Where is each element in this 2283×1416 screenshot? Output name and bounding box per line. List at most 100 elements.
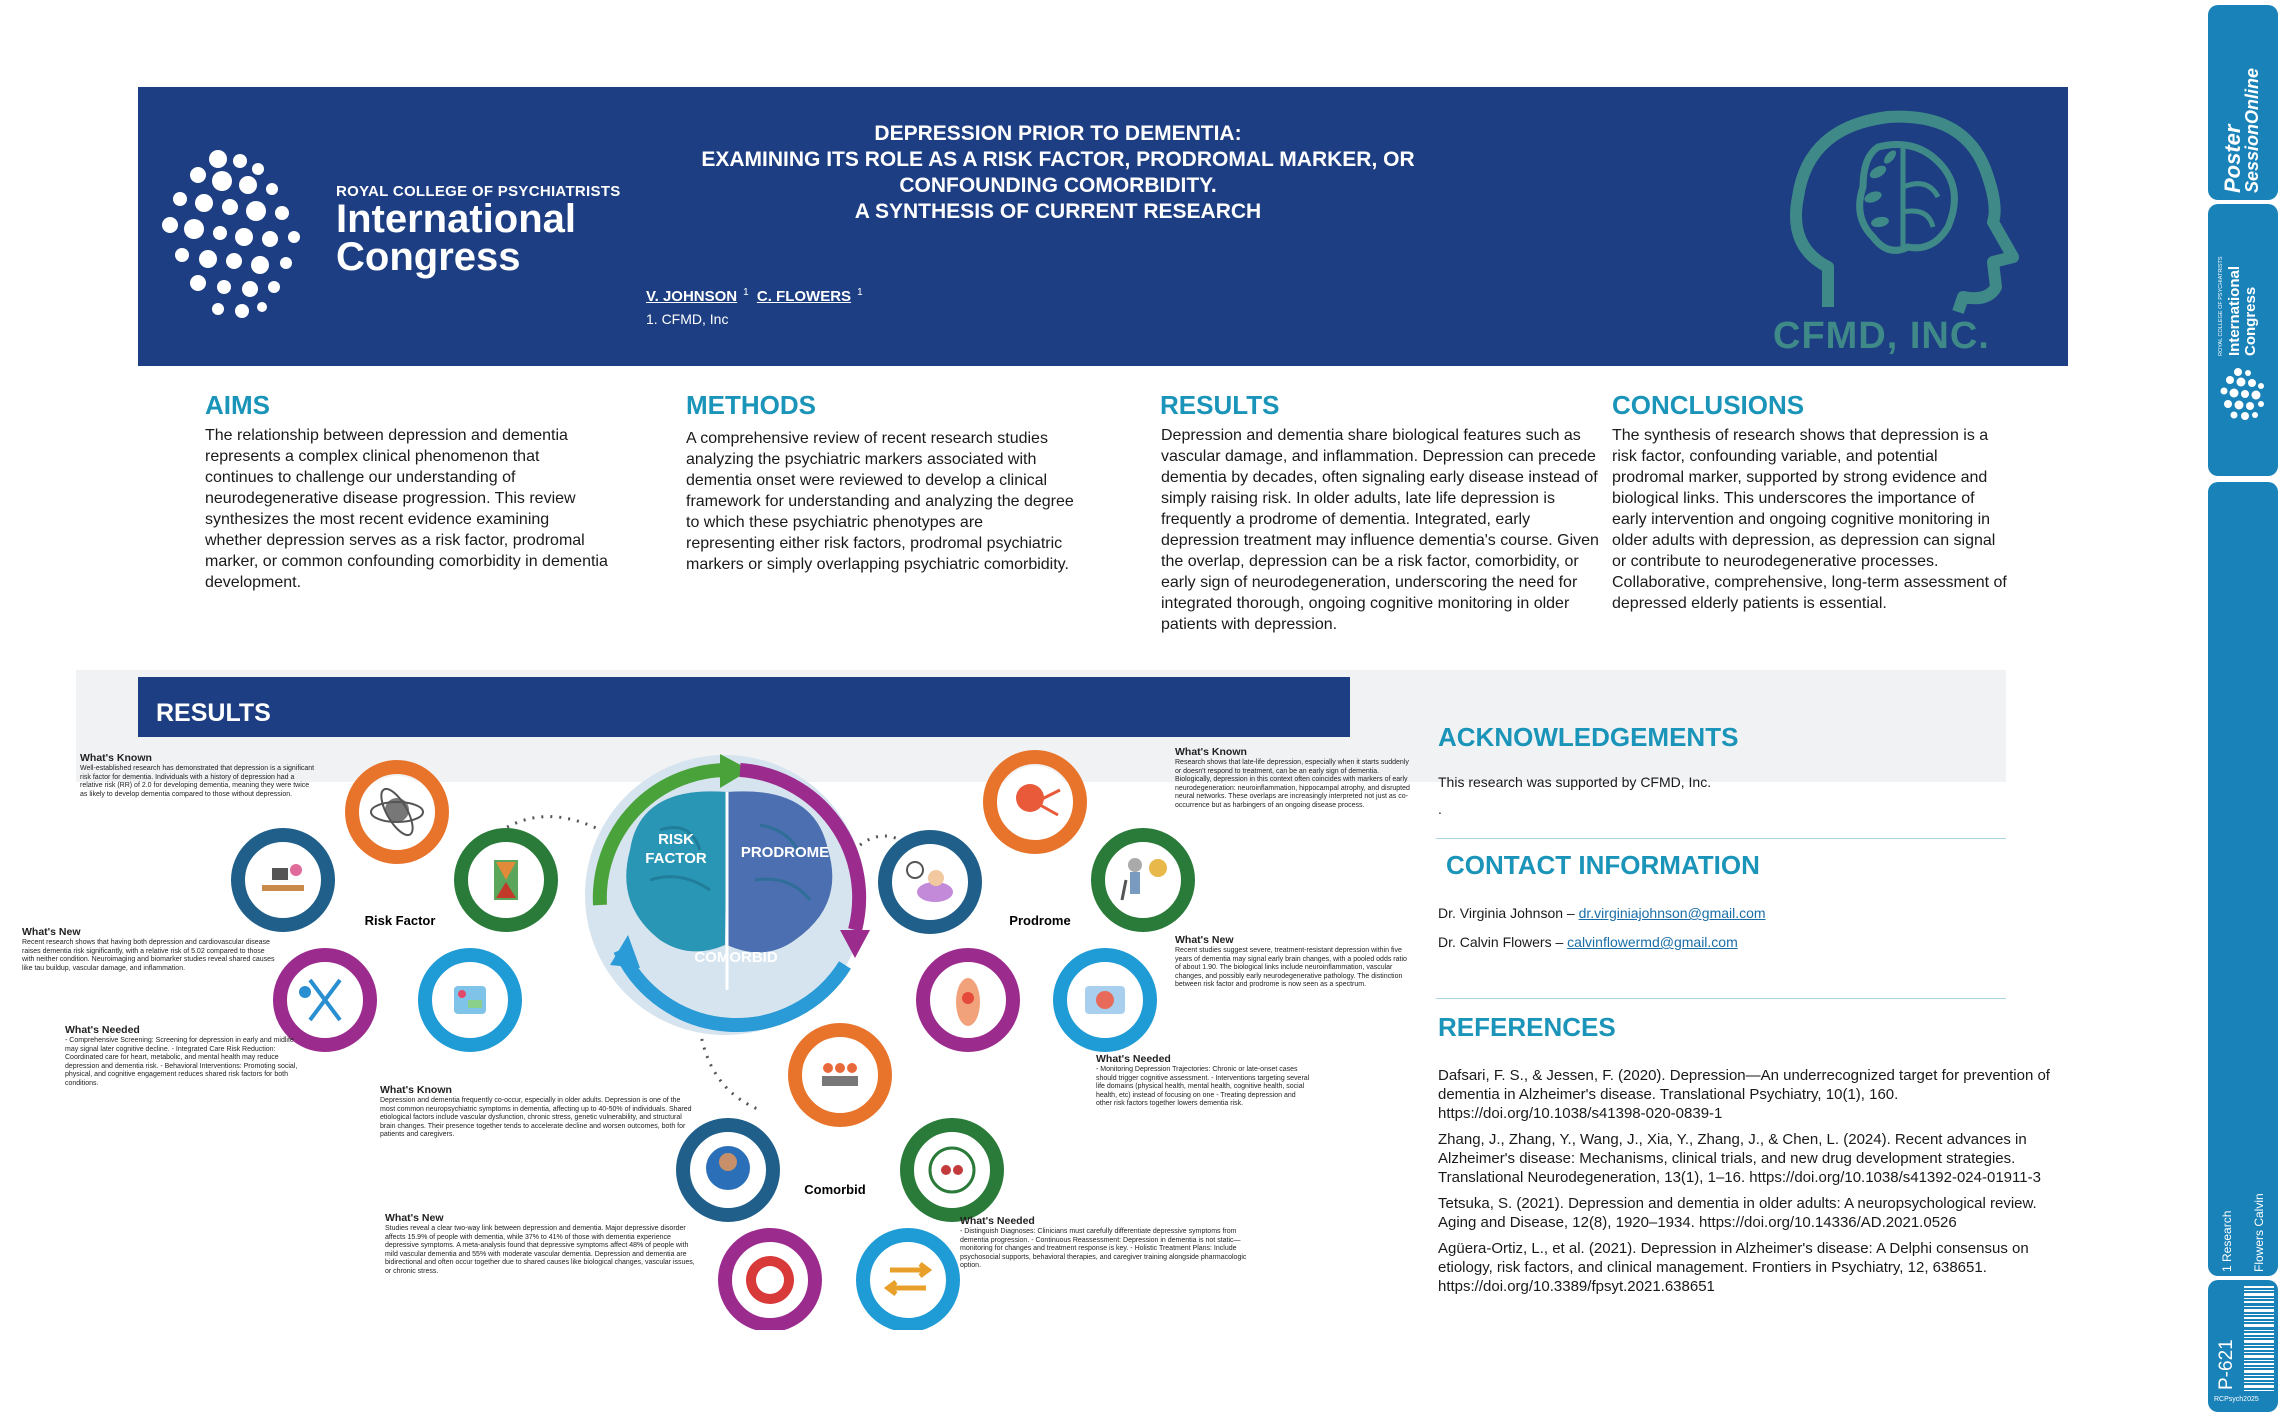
- note-heading: What's Known: [1175, 746, 1247, 758]
- author-flowers[interactable]: C. FLOWERS: [756, 288, 852, 305]
- body-inflammation-icon: [956, 978, 980, 1026]
- congress-logo-text: ROYAL COLLEGE OF PSYCHIATRISTS Internati…: [336, 183, 621, 279]
- divider: [1436, 838, 2006, 839]
- brain-cycle: RISK FACTOR PRODROME COMORBID: [585, 754, 870, 1035]
- acknowledgements-body: This research was supported by CFMD, Inc…: [1438, 774, 1712, 790]
- logo-line1: International: [336, 197, 577, 241]
- pso-line2: SessionOnline: [2242, 67, 2262, 193]
- congress-logo-icon: [162, 150, 300, 318]
- hourglass-icon: [494, 860, 518, 900]
- note-text: Studies reveal a clear two-way link betw…: [385, 1225, 695, 1275]
- brain-label-prodrome: PRODROME: [741, 844, 829, 861]
- rf-needed-note: What's Needed - Comprehensive Screening:…: [65, 1024, 305, 1088]
- brain-scan-icon: [1085, 986, 1125, 1014]
- aims-heading: AIMS: [205, 390, 270, 420]
- cycle-people-icon: [928, 1146, 976, 1194]
- wellness-apps-icon: [454, 986, 486, 1014]
- conclusions-heading: CONCLUSIONS: [1612, 390, 1805, 420]
- contact-heading: CONTACT INFORMATION: [1446, 850, 1760, 880]
- email-link-johnson[interactable]: dr.virginiajohnson@gmail.com: [1578, 905, 1766, 921]
- results-body: Depression and dementia share biological…: [1161, 427, 1599, 633]
- results-panel-bar: RESULTS: [138, 677, 1350, 737]
- note-heading: What's Known: [80, 752, 152, 764]
- sleeping-clock-icon: [906, 861, 953, 902]
- info-tab[interactable]: 1 Research Flowers Calvin: [2208, 482, 2278, 1276]
- poster-title: DEPRESSION PRIOR TO DEMENTIA: EXAMINING …: [588, 121, 1528, 225]
- poster-session-online-tab[interactable]: Poster SessionOnline: [2208, 5, 2278, 200]
- dna-virus-icon: [299, 978, 342, 1022]
- cluster-label-comorbid: Comorbid: [804, 1182, 865, 1197]
- co-new-note: What's New Studies reveal a clear two-wa…: [385, 1212, 695, 1276]
- note-text: Research shows that late-life depression…: [1175, 759, 1410, 809]
- title-line: A SYNTHESIS OF CURRENT RESEARCH: [854, 200, 1262, 223]
- title-line: EXAMINING ITS ROLE AS A RISK FACTOR, PRO…: [701, 148, 1415, 171]
- dinner-plate-icon: [746, 1256, 794, 1304]
- contact-line-johnson: Dr. Virginia Johnson – dr.virginiajohnso…: [1438, 904, 2008, 922]
- affiliation: 1. CFMD, Inc: [646, 311, 729, 327]
- acknowledgements-dot: .: [1438, 801, 1442, 817]
- brain-label-comorbid: COMORBID: [694, 949, 777, 966]
- note-heading: What's Needed: [960, 1215, 1035, 1227]
- author-sup: 1: [743, 287, 749, 298]
- brain-label-factor: FACTOR: [645, 850, 707, 867]
- side-small-text: ROYAL COLLEGE OF PSYCHIATRISTS: [2218, 256, 2224, 356]
- note-heading: What's Needed: [1096, 1053, 1171, 1065]
- reference-item: Dafsari, F. S., & Jessen, F. (2020). Dep…: [1438, 1067, 2050, 1122]
- note-heading: What's New: [1175, 934, 1234, 946]
- contact-name: Dr. Calvin Flowers –: [1438, 934, 1568, 950]
- logo-line2: Congress: [336, 235, 521, 279]
- note-heading: What's New: [22, 926, 81, 938]
- logo-small-text: ROYAL COLLEGE OF PSYCHIATRISTS: [336, 183, 621, 200]
- title-line: CONFOUNDING COMORBIDITY.: [899, 174, 1217, 197]
- reference-item: Zhang, J., Zhang, Y., Wang, J., Xia, Y.,…: [1438, 1131, 2041, 1186]
- aims-body: The relationship between depression and …: [205, 427, 608, 591]
- note-heading: What's New: [385, 1212, 444, 1224]
- divider: [1436, 998, 2006, 999]
- doctor-patient-icon: [706, 1146, 750, 1190]
- connector-line: [491, 815, 601, 839]
- group-people-icon: [822, 1063, 858, 1086]
- note-text: Recent studies suggest severe, treatment…: [1175, 947, 1407, 988]
- contact-line-flowers: Dr. Calvin Flowers – calvinflowermd@gmai…: [1438, 933, 2008, 951]
- cfmd-head-logo-icon: [1790, 110, 2019, 314]
- references-heading: REFERENCES: [1438, 1012, 1616, 1042]
- results-diagram: RISK FACTOR PRODROME COMORBID Risk F: [231, 750, 1195, 1330]
- swap-arrows-icon: [883, 1262, 933, 1296]
- author-sup: 1: [857, 287, 863, 298]
- congress-tab[interactable]: ROYAL COLLEGE OF PSYCHIATRISTS Internati…: [2208, 204, 2278, 476]
- title-line: DEPRESSION PRIOR TO DEMENTIA:: [874, 122, 1242, 145]
- atom-person-icon: [370, 787, 424, 837]
- side-logo-dots-icon: [2220, 368, 2264, 420]
- methods-body: A comprehensive review of recent researc…: [686, 430, 1074, 573]
- side-ic-line2: Congress: [2242, 286, 2259, 356]
- barcode-icon: [2244, 1286, 2274, 1391]
- risk-factor-cluster: Risk Factor: [231, 760, 558, 1052]
- side-research-label: 1 Research: [2220, 1210, 2234, 1272]
- note-text: - Monitoring Depression Trajectories: Ch…: [1096, 1066, 1310, 1107]
- brain-neuron-icon: [1016, 784, 1061, 817]
- brain-label-risk: RISK: [658, 831, 694, 848]
- elderly-cane-icon: [1120, 858, 1167, 901]
- header-banner: ROYAL COLLEGE OF PSYCHIATRISTS Internati…: [138, 87, 2068, 366]
- authors: V. JOHNSON 1 C. FLOWERS 1: [646, 287, 867, 305]
- methods-heading: METHODS: [686, 390, 816, 420]
- cfmd-logo-text: CFMD, INC.: [1773, 315, 1990, 357]
- pr-known-note: What's Known Research shows that late-li…: [1175, 746, 1410, 810]
- cluster-label-risk: Risk Factor: [365, 913, 436, 928]
- acknowledgements-heading: ACKNOWLEDGEMENTS: [1438, 722, 1739, 752]
- connector-line: [859, 834, 901, 847]
- note-heading: What's Known: [380, 1084, 452, 1096]
- reference-item: Tetsuka, S. (2021). Depression and demen…: [1438, 1195, 2037, 1231]
- author-johnson[interactable]: V. JOHNSON: [646, 288, 738, 305]
- note-text: Recent research shows that having both d…: [22, 939, 275, 972]
- poster-code-tab[interactable]: P-621 RCPsych2025: [2208, 1280, 2278, 1412]
- email-link-flowers[interactable]: calvinflowermd@gmail.com: [1567, 934, 1738, 950]
- pr-needed-note: What's Needed - Monitoring Depression Tr…: [1096, 1053, 1311, 1109]
- note-text: Well-established research has demonstrat…: [80, 765, 315, 798]
- side-tag: RCPsych2025: [2214, 1396, 2259, 1403]
- conclusions-body: The synthesis of research shows that dep…: [1612, 427, 2007, 612]
- poster-code: P-621: [2216, 1339, 2237, 1390]
- results-panel-heading: RESULTS: [156, 699, 271, 727]
- co-known-note: What's Known Depression and dementia fre…: [380, 1084, 695, 1140]
